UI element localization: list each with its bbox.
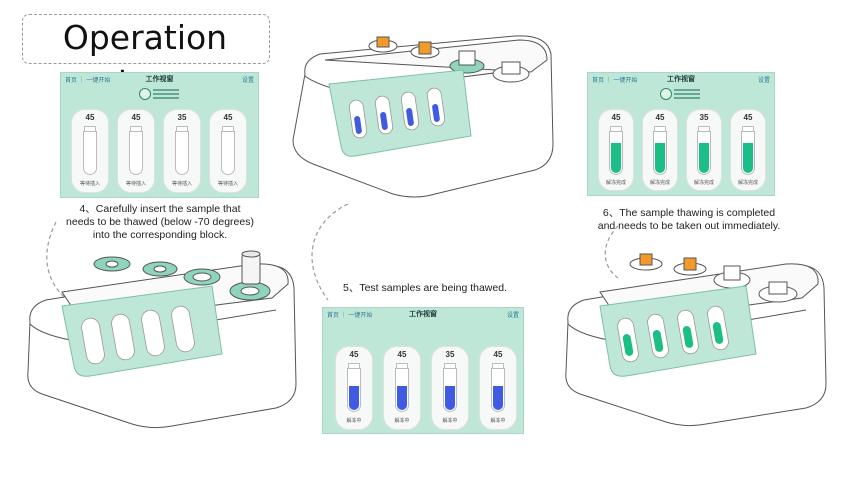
sample-slot[interactable]: 35 解冻完成 [686,109,722,191]
slot-value: 45 [223,113,233,122]
sample-slot[interactable]: 45 解冻中 [335,346,373,430]
sample-slot[interactable]: 35 等待插入 [163,109,201,193]
slot-value: 35 [445,350,455,359]
slot-status: 解冻完成 [693,180,714,186]
sample-fill [397,386,407,410]
sample-slot[interactable]: 45 等待插入 [209,109,247,193]
device-top [292,35,554,198]
screen-panel-step4: 首页 ｜ 一键开始 工作视窗 设置 45 等待插入 45 等待插入 35 等待插… [60,72,259,198]
caption-line: into the corresponding block. [92,229,228,241]
slot-value: 35 [177,113,187,122]
sample-slot[interactable]: 45 等待插入 [71,109,109,193]
slot-status: 解冻中 [394,418,410,424]
device-step4 [27,250,297,429]
sample-slot[interactable]: 45 解冻中 [479,346,517,430]
sample-slot[interactable]: 45 解冻完成 [730,109,766,191]
slot-status: 解冻中 [490,418,506,424]
slot-value: 45 [349,350,359,359]
settings-label[interactable]: 设置 [757,78,770,84]
slot-value: 45 [131,113,141,122]
status-icon [139,88,151,100]
slot-value: 45 [493,350,503,359]
settings-label[interactable]: 设置 [241,78,254,84]
screen-panel-step5: 首页 ｜ 一键开始 工作视窗 设置 45 解冻中 45 解冻中 35 解冻中 4… [322,307,524,434]
sample-slot[interactable]: 45 解冻完成 [598,109,634,191]
slot-value: 45 [85,113,95,122]
sample-fill [611,143,621,173]
slot-value: 45 [743,113,753,122]
slot-value: 45 [655,113,665,122]
sample-fill [349,386,359,410]
slot-status: 解冻完成 [649,180,670,186]
slot-value: 45 [611,113,621,122]
screen-title: 工作视窗 [409,311,437,318]
status-icon [660,88,672,100]
sample-slot[interactable]: 35 解冻中 [431,346,469,430]
caption-step6: 6、The sample thawing is completed and ne… [578,207,800,233]
slot-status: 解冻完成 [737,180,758,186]
title-frame [22,14,270,64]
caption-line: needs to be thawed (below -70 degrees) [66,216,254,228]
caption-line: 6、The sample thawing is completed [602,207,776,219]
slot-status: 解冻中 [442,418,458,424]
slot-status: 等待插入 [79,181,100,187]
sample-slot[interactable]: 45 解冻中 [383,346,421,430]
nav-home-label[interactable]: 首页 ｜ 一键开始 [327,313,373,319]
caption-step5: 5、Test samples are being thawed. [342,282,507,294]
nav-home-label[interactable]: 首页 ｜ 一键开始 [65,78,111,84]
slot-value: 45 [397,350,407,359]
sample-fill [655,143,665,173]
slot-status: 等待插入 [171,181,192,187]
caption-step4: 4、Carefully insert the sample that needs… [52,203,268,242]
sample-fill [743,143,753,173]
sample-slot[interactable]: 45 解冻完成 [642,109,678,191]
caption-line: and needs to be taken out immediately. [597,220,781,232]
screen-title: 工作视窗 [145,76,174,83]
slot-status: 等待插入 [217,181,238,187]
sample-slot[interactable]: 45 等待插入 [117,109,155,193]
device-step6 [565,253,827,427]
sample-fill [699,143,709,173]
sample-fill [493,386,503,410]
slot-status: 解冻中 [346,418,362,424]
caption-line: 4、Carefully insert the sample that [79,203,241,215]
slot-status: 解冻完成 [605,180,626,186]
slot-status: 等待插入 [125,181,146,187]
settings-label[interactable]: 设置 [506,313,519,319]
slot-value: 35 [699,113,709,122]
screen-panel-step6: 首页 ｜ 一键开始 工作视窗 设置 45 解冻完成 45 解冻完成 35 解冻完… [587,72,775,196]
screen-title: 工作视窗 [667,76,695,83]
sample-fill [445,386,455,410]
nav-home-label[interactable]: 首页 ｜ 一键开始 [592,78,638,84]
